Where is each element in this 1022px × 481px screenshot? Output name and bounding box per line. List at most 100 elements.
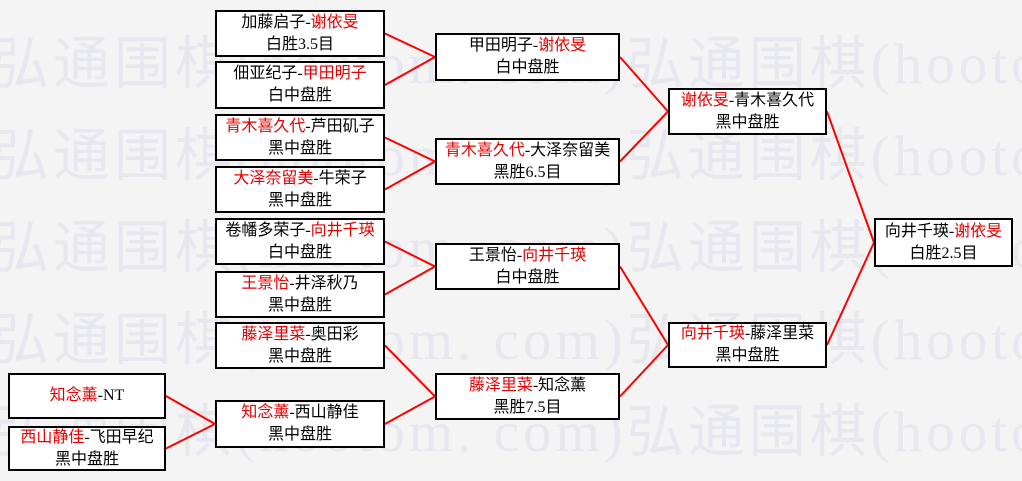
player-name: 甲田明子- [468,37,539,54]
player-name: 佃亚纪子- [233,65,303,82]
player-name: 王景怡- [468,246,523,264]
match-box-n2: 西山静佳-飞田早纪黑中盘胜 [8,426,166,471]
bracket-line [384,265,436,296]
bracket-line [384,395,436,425]
winner-name: 藤泽里菜 [241,325,306,343]
bracket-line [384,136,436,163]
match-box-n11: 甲田明子-谢依旻白中盘胜 [435,33,620,81]
match-players: 知念薰-西山静佳 [241,402,358,424]
match-players: 藤泽里菜-知念薰 [469,375,586,397]
match-players: 王景怡-向井千瑛 [469,245,586,267]
match-box-n16: 向井千瑛-藤泽里菜黑中盘胜 [668,322,827,368]
match-result: 黑中盘胜 [267,426,332,443]
match-result: 白中盘胜 [267,87,332,104]
winner-name: 知念薰 [49,387,98,404]
bracket-line [619,56,669,113]
bracket-line [826,111,875,243]
bracket-line [165,423,216,450]
winner-name: 向井千瑛 [310,221,375,239]
match-box-n13: 王景怡-向井千瑛白中盘胜 [435,243,620,290]
match-result: 黑中盘胜 [267,296,332,314]
player-name: -奥田彩 [305,325,359,343]
match-players: 大泽奈留美-牛荣子 [233,168,366,190]
match-box-n3: 加藤启子-谢依旻白胜3.5目 [215,10,385,57]
match-box-n6: 大泽奈留美-牛荣子黑中盘胜 [215,166,385,213]
bracket-line [619,265,669,346]
player-name: 卷幡多荣子- [225,221,311,239]
match-players: 青木喜久代-大泽奈留美 [445,140,610,162]
match-players: 向井千瑛-藤泽里菜 [681,323,814,345]
bracket-line [165,395,216,425]
match-players: 王景怡-井泽秋乃 [241,273,358,295]
match-result: 黑中盘胜 [267,139,332,157]
bracket-line [619,344,669,398]
match-result: 黑胜7.5目 [493,398,562,416]
match-players: 西山静佳-飞田早纪 [20,427,153,449]
bracket-line [384,32,436,58]
player-name: 加藤启子- [241,13,311,31]
match-result: 黑中盘胜 [715,347,780,364]
winner-name: 青木喜久代 [444,141,525,159]
winner-name: 王景怡 [241,274,290,292]
match-players: 甲田明子-谢依旻 [469,35,586,57]
winner-name: 向井千瑛 [522,246,587,264]
winner-name: 谢依旻 [310,13,359,31]
winner-name: 向井千瑛 [680,325,745,342]
winner-name: 谢依旻 [954,222,1003,240]
match-box-n15: 谢依旻-青木喜久代黑中盘胜 [668,88,827,135]
match-box-n4: 佃亚纪子-甲田明子白中盘胜 [215,61,385,109]
match-box-n17: 向井千瑛-谢依旻白胜2.5目 [874,218,1013,267]
match-result: 白中盘胜 [495,268,560,286]
match-players: 知念薰-NT [50,385,125,407]
match-result: 白中盘胜 [267,243,332,261]
player-name: 向井千瑛- [884,222,955,240]
match-players: 青木喜久代-芦田矶子 [225,116,374,138]
bracket-line [619,110,669,163]
match-result: 黑中盘胜 [715,113,780,131]
match-result: 黑胜6.5目 [493,163,562,181]
match-box-n8: 王景怡-井泽秋乃黑中盘胜 [215,271,385,318]
player-name: -青木喜久代 [728,91,815,109]
match-box-n5: 青木喜久代-芦田矶子黑中盘胜 [215,114,385,161]
match-players: 向井千瑛-谢依旻 [885,221,1002,243]
match-players: 加藤启子-谢依旻 [241,12,358,34]
match-players: 佃亚纪子-甲田明子 [233,63,366,85]
player-name: -牛荣子 [313,169,367,187]
match-box-n1: 知念薰-NT [8,373,166,419]
watermark-text: 弘通围棋(hootom. com)弘通围棋(hootom. com) [0,312,1022,369]
winner-name: 青木喜久代 [225,117,306,135]
player-name: -井泽秋乃 [289,274,359,292]
bracket-line [384,56,436,86]
match-result: 白胜3.5目 [265,35,334,53]
winner-name: 藤泽里菜 [468,376,533,394]
match-box-n12: 青木喜久代-大泽奈留美黑胜6.5目 [435,138,620,185]
winner-name: 知念薰 [241,404,290,421]
winner-name: 西山静佳 [20,428,85,446]
match-box-n7: 卷幡多荣子-向井千瑛白中盘胜 [215,218,385,265]
winner-name: 甲田明子 [302,65,367,82]
winner-name: 谢依旻 [680,91,729,109]
player-name: -西山静佳 [289,404,359,421]
bracket-line [384,344,436,398]
match-box-n10: 知念薰-西山静佳黑中盘胜 [215,400,385,448]
match-players: 卷幡多荣子-向井千瑛 [225,220,374,242]
player-name: -芦田矶子 [305,117,375,135]
player-name: -NT [97,387,125,404]
match-result: 黑中盘胜 [267,191,332,209]
match-result: 白胜2.5目 [909,244,978,262]
player-name: -知念薰 [532,376,587,394]
bracket-line [826,242,875,346]
match-box-n14: 藤泽里菜-知念薰黑胜7.5目 [435,373,620,420]
match-players: 藤泽里菜-奥田彩 [241,324,358,346]
player-name: -藤泽里菜 [744,325,815,342]
player-name: -大泽奈留美 [524,141,611,159]
match-result: 白中盘胜 [495,59,560,76]
winner-name: 大泽奈留美 [233,169,314,187]
match-players: 谢依旻-青木喜久代 [681,90,814,112]
match-result: 黑中盘胜 [267,347,332,365]
match-box-n9: 藤泽里菜-奥田彩黑中盘胜 [215,322,385,369]
match-result: 黑中盘胜 [54,450,119,468]
